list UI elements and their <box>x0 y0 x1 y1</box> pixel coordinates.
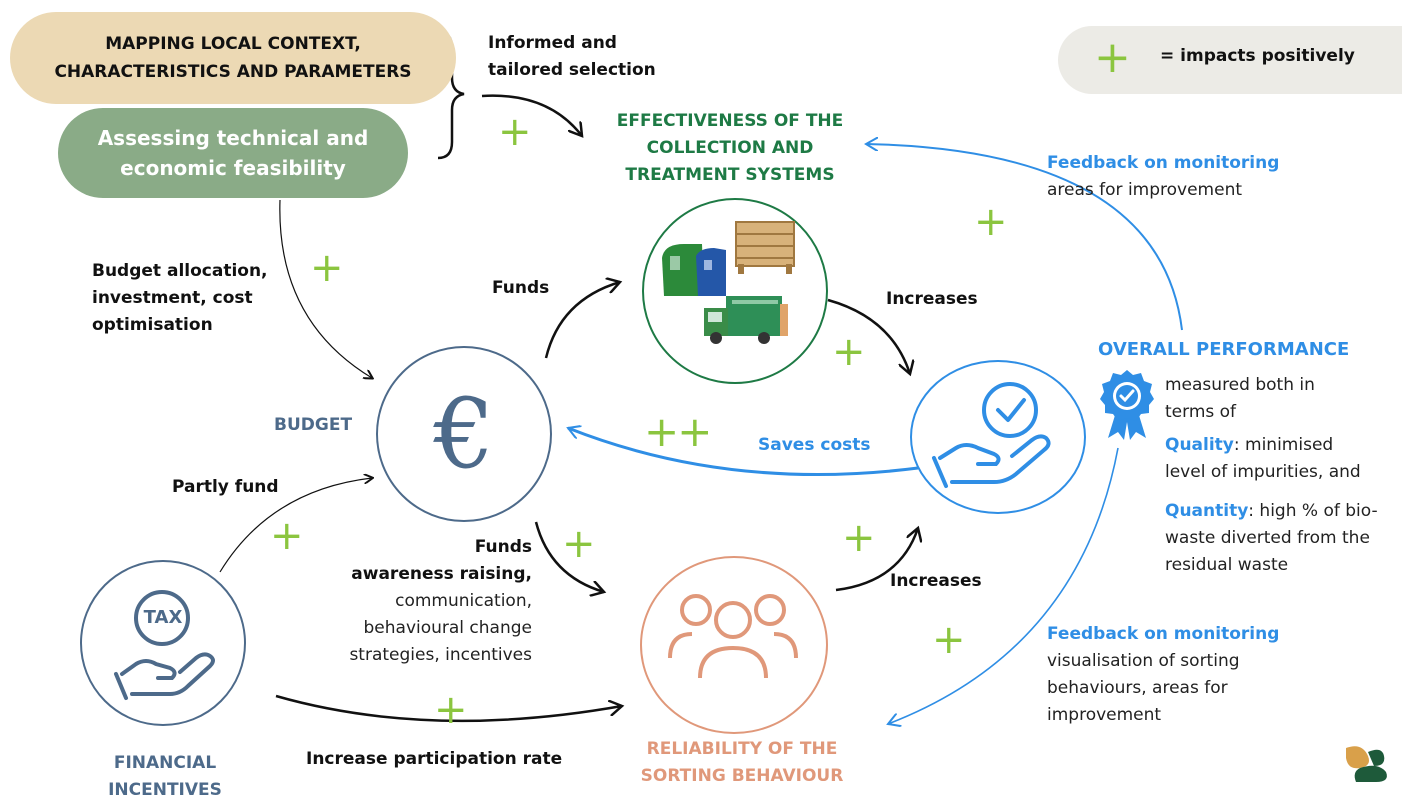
quantity-label: Quantity <box>1165 501 1249 521</box>
hand-check-icon <box>932 382 1051 488</box>
funds-bottom-line5: strategies, incentives <box>349 645 532 665</box>
badge-check-icon <box>1100 370 1154 440</box>
informed-line2: tailored selection <box>488 60 656 80</box>
budget-label: BUDGET <box>274 415 353 435</box>
arrow-informed <box>481 94 582 136</box>
assessing-line1: Assessing technical and <box>97 126 369 150</box>
reliability-title: RELIABILITY OF THE SORTING BEHAVIOUR <box>612 736 872 790</box>
financial-line1: FINANCIAL <box>113 753 217 773</box>
mapping-line2: CHARACTERISTICS AND PARAMETERS <box>54 62 412 82</box>
arrow-budget-allocation <box>279 199 372 378</box>
feedback-bottom-line3: behaviours, areas for <box>1047 678 1228 698</box>
arrow-feedback-top <box>866 144 1183 331</box>
quality-text1: : minimised <box>1233 435 1334 455</box>
financial-incentives-circle: TAX <box>80 560 246 726</box>
arrow-partly-fund <box>219 478 372 573</box>
plus-icon-feedback-bottom: + <box>932 617 966 663</box>
feedback-bottom-line2: visualisation of sorting <box>1047 651 1240 671</box>
brand-logo <box>1346 746 1387 782</box>
arrow-funds-top <box>544 282 620 359</box>
budget-circle: € <box>376 346 552 522</box>
budget-allocation-line1: Budget allocation, <box>92 261 268 281</box>
plus-icon-informed: + <box>498 109 532 155</box>
bins-and-truck-illustration <box>662 221 795 344</box>
overall-line1: measured both in <box>1165 375 1315 395</box>
arrow-participation <box>275 694 622 723</box>
plus-icon-increases-top: + <box>832 329 866 375</box>
effectiveness-line2: COLLECTION AND <box>646 138 814 158</box>
quality-line: Quality: minimised <box>1165 432 1333 459</box>
effectiveness-title: EFFECTIVENESS OF THE COLLECTION AND TREA… <box>586 108 874 189</box>
increases-bottom-label: Increases <box>890 571 982 591</box>
funds-bottom-block: Funds awareness raising, communication, … <box>300 534 532 669</box>
increases-top-label: Increases <box>886 289 978 309</box>
funds-bottom-line1: Funds <box>474 537 532 557</box>
performance-circle <box>910 360 1086 514</box>
funds-bottom-line3: communication, <box>395 591 532 611</box>
overall-line2: terms of <box>1165 402 1237 422</box>
arrow-increases-top <box>827 298 910 374</box>
budget-allocation-line2: investment, cost <box>92 288 253 308</box>
funds-bottom-line2: awareness raising, <box>351 564 532 584</box>
financial-incentives-title: FINANCIAL INCENTIVES <box>90 750 240 804</box>
double-plus-icon: ++ <box>644 407 712 456</box>
arrow-saves-costs <box>568 428 919 477</box>
plus-icon-funds-bottom: + <box>562 521 596 567</box>
feedback-bottom-line4: improvement <box>1047 705 1162 725</box>
legend-text: = impacts positively <box>1160 46 1355 66</box>
partly-fund-label: Partly fund <box>172 477 279 497</box>
people-group-icon <box>668 594 798 679</box>
euro-icon: € <box>433 378 495 490</box>
saves-costs-label: Saves costs <box>758 435 871 455</box>
feedback-bottom-title: Feedback on monitoring <box>1047 624 1280 644</box>
legend-box: + = impacts positively <box>1058 26 1402 94</box>
plus-icon-partly-fund: + <box>270 513 304 559</box>
quantity-text2: waste diverted from the <box>1165 528 1370 548</box>
informed-line1: Informed and <box>488 33 617 53</box>
quality-label: Quality <box>1165 435 1234 455</box>
overall-performance-title: OVERALL PERFORMANCE <box>1098 339 1350 360</box>
legend-plus-icon: + <box>1094 32 1131 83</box>
tax-hand-icon <box>114 590 215 700</box>
funds-bottom-line4: behavioural change <box>363 618 533 638</box>
mapping-line1: MAPPING LOCAL CONTEXT, <box>105 34 361 54</box>
arrow-feedback-bottom <box>888 447 1119 724</box>
reliability-line1: RELIABILITY OF THE <box>646 739 838 759</box>
feedback-top-text: areas for improvement <box>1047 180 1243 200</box>
quantity-text1: : high % of bio- <box>1248 501 1378 521</box>
plus-icon-budget-allocation: + <box>310 245 344 291</box>
participation-label: Increase participation rate <box>306 749 563 769</box>
plus-icon-feedback-top: + <box>974 199 1008 245</box>
quantity-line: Quantity: high % of bio- <box>1165 498 1378 525</box>
tax-text: TAX <box>143 607 183 628</box>
arrow-increases-bottom <box>835 528 918 592</box>
plus-icon-increases-bottom: + <box>842 515 876 561</box>
effectiveness-line3: TREATMENT SYSTEMS <box>625 165 835 185</box>
mapping-context-pill: MAPPING LOCAL CONTEXT, CHARACTERISTICS A… <box>10 12 456 104</box>
feedback-top-title: Feedback on monitoring <box>1047 153 1280 173</box>
plus-icon-participation: + <box>434 687 468 733</box>
assessing-line2: economic feasibility <box>120 156 346 180</box>
budget-allocation-line3: optimisation <box>92 315 213 335</box>
reliability-circle <box>640 556 828 734</box>
reliability-line2: SORTING BEHAVIOUR <box>640 766 844 786</box>
quality-text2: level of impurities, and <box>1165 462 1361 482</box>
arrow-funds-bottom <box>534 521 604 592</box>
assessing-feasibility-pill: Assessing technical and economic feasibi… <box>58 108 408 198</box>
quantity-text3: residual waste <box>1165 555 1289 575</box>
collection-systems-circle <box>642 198 828 384</box>
financial-line2: INCENTIVES <box>108 780 222 800</box>
effectiveness-line1: EFFECTIVENESS OF THE <box>616 111 844 131</box>
funds-top-label: Funds <box>492 278 550 298</box>
